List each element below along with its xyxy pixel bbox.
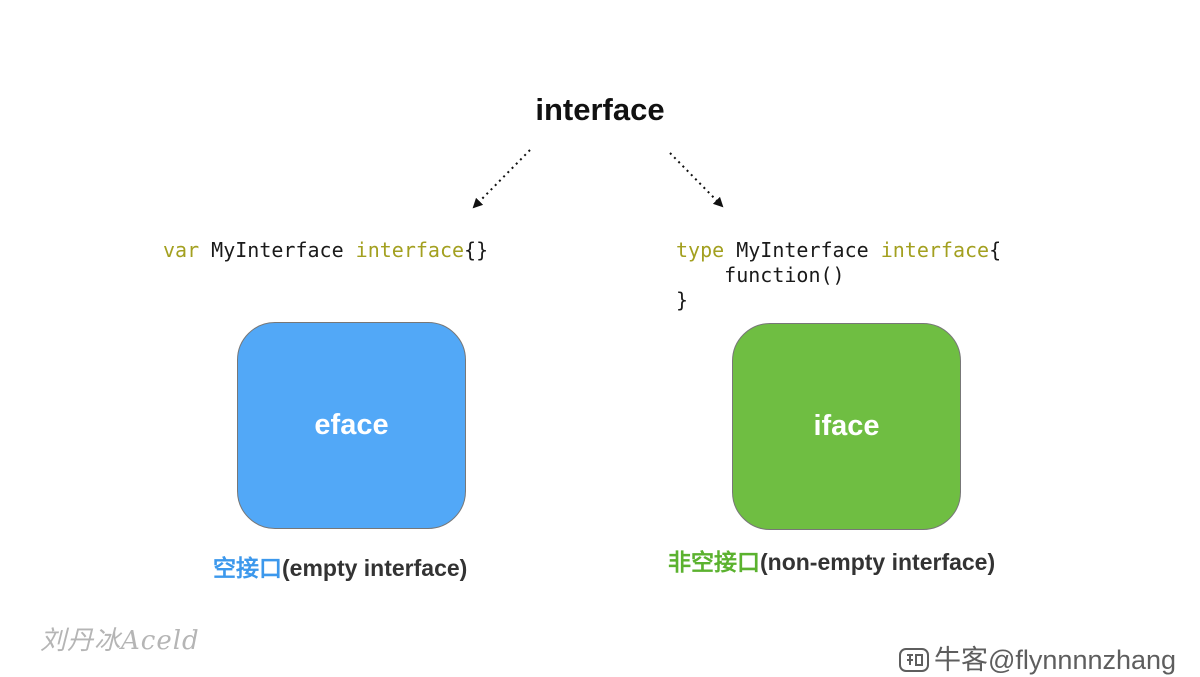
code-keyword-interface: interface — [355, 238, 465, 262]
code-type-name: MyInterface — [724, 238, 881, 262]
code-type-name: MyInterface — [199, 238, 356, 262]
diagram-title: interface — [535, 92, 665, 127]
code-braces: {} — [464, 238, 489, 262]
iface-code-snippet: type MyInterface interface{ function() } — [676, 238, 1001, 313]
eface-caption-en: (empty interface) — [282, 555, 468, 581]
eface-caption-cn: 空接口 — [213, 555, 282, 581]
iface-caption-en: (non-empty interface) — [760, 549, 996, 575]
source-watermark-text: 牛客@flynnnnzhang — [934, 645, 1177, 675]
iface-caption: 非空接口(non-empty interface) — [668, 543, 995, 577]
author-watermark: 刘丹冰Aceld — [40, 626, 200, 656]
zhihu-logo-icon — [899, 648, 929, 672]
code-keyword-type: type — [676, 238, 725, 262]
iface-box: iface — [732, 323, 961, 530]
eface-box: eface — [237, 322, 466, 529]
code-close-brace: } — [676, 288, 689, 312]
iface-caption-cn: 非空接口 — [668, 549, 760, 575]
code-keyword-var: var — [163, 238, 200, 262]
code-keyword-interface: interface — [880, 238, 990, 262]
iface-box-label: iface — [813, 410, 880, 442]
code-method-line: function() — [676, 263, 845, 287]
eface-box-label: eface — [314, 409, 389, 441]
code-open-brace: { — [989, 238, 1002, 262]
eface-code-snippet: var MyInterface interface{} — [163, 238, 488, 263]
eface-caption: 空接口(empty interface) — [213, 549, 467, 583]
source-watermark: 牛客@flynnnnzhang — [898, 638, 1176, 677]
arrow-to-eface — [472, 149, 531, 209]
arrow-to-iface — [669, 152, 724, 208]
